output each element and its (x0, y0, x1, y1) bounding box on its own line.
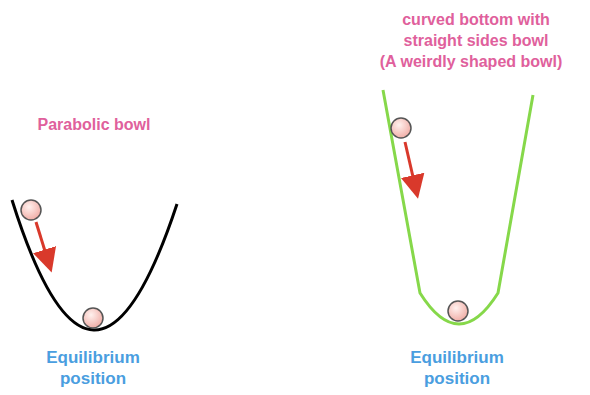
ball (83, 308, 103, 328)
bowl-title: curved bottom with straight sides bowl (386, 9, 566, 51)
ball (448, 301, 468, 321)
bowl-title: Parabolic bowl (4, 114, 184, 135)
bowl-subtitle: (A weirdly shaped bowl) (356, 51, 586, 72)
motion-arrow (405, 142, 416, 190)
ball (391, 118, 411, 138)
equilibrium-label: Equilibrium position (392, 347, 522, 389)
motion-arrow (36, 222, 49, 264)
weird-bowl (383, 90, 533, 324)
equilibrium-label: Equilibrium position (28, 347, 158, 389)
ball (21, 200, 41, 220)
parabolic-bowl (12, 200, 177, 330)
